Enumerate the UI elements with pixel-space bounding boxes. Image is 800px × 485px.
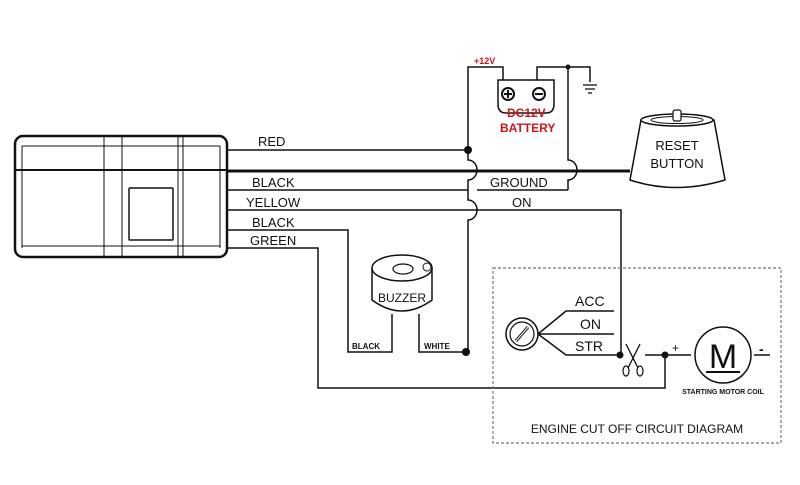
battery: +12V DC12V BATTERY [474, 56, 555, 135]
label-on: ON [512, 195, 532, 210]
starting-motor: M + - STARTING MOTOR COIL [672, 326, 765, 396]
label-ign-on: ON [580, 316, 601, 332]
motor-plus: + [672, 341, 679, 355]
motor-symbol: M [709, 338, 737, 376]
label-black-1: BLACK [252, 175, 295, 190]
wire-yellow [227, 209, 622, 354]
label-plus-12v: +12V [474, 56, 495, 66]
module-led-window [128, 187, 174, 241]
plus-circle-icon [501, 87, 515, 101]
label-red: RED [258, 134, 285, 149]
label-buzzer: BUZZER [378, 291, 426, 305]
label-button: BUTTON [650, 156, 703, 171]
wire-green [227, 247, 666, 389]
scissors-icon [622, 343, 644, 377]
control-module [13, 134, 229, 259]
ground-icon [583, 84, 597, 94]
label-buzzer-black: BLACK [352, 342, 380, 351]
ignition-switch: ACC ON STR [505, 293, 624, 359]
buzzer: BUZZER BLACK WHITE [352, 254, 466, 353]
cutoff-circuit-box [492, 267, 782, 444]
label-acc: ACC [575, 293, 605, 309]
label-black-2: BLACK [252, 215, 295, 230]
reset-button: RESET BUTTON [629, 109, 726, 189]
label-ground: GROUND [490, 175, 548, 190]
label-str: STR [575, 338, 603, 354]
wire-black-buzzer [227, 229, 370, 353]
label-battery: BATTERY [500, 121, 555, 135]
wire-red [227, 66, 504, 151]
label-green: GREEN [250, 233, 296, 248]
label-starting-motor-coil: STARTING MOTOR COIL [682, 389, 765, 396]
motor-minus: - [759, 341, 764, 357]
wire-ground-vertical [567, 67, 578, 190]
wire-12v-vertical [467, 150, 478, 352]
minus-circle-icon [532, 87, 546, 101]
label-yellow: YELLOW [246, 195, 301, 210]
label-buzzer-white: WHITE [424, 342, 450, 351]
cutoff-title: ENGINE CUT OFF CIRCUIT DIAGRAM [531, 422, 743, 436]
label-battery-voltage: DC12V [507, 106, 546, 120]
label-reset: RESET [655, 138, 698, 153]
